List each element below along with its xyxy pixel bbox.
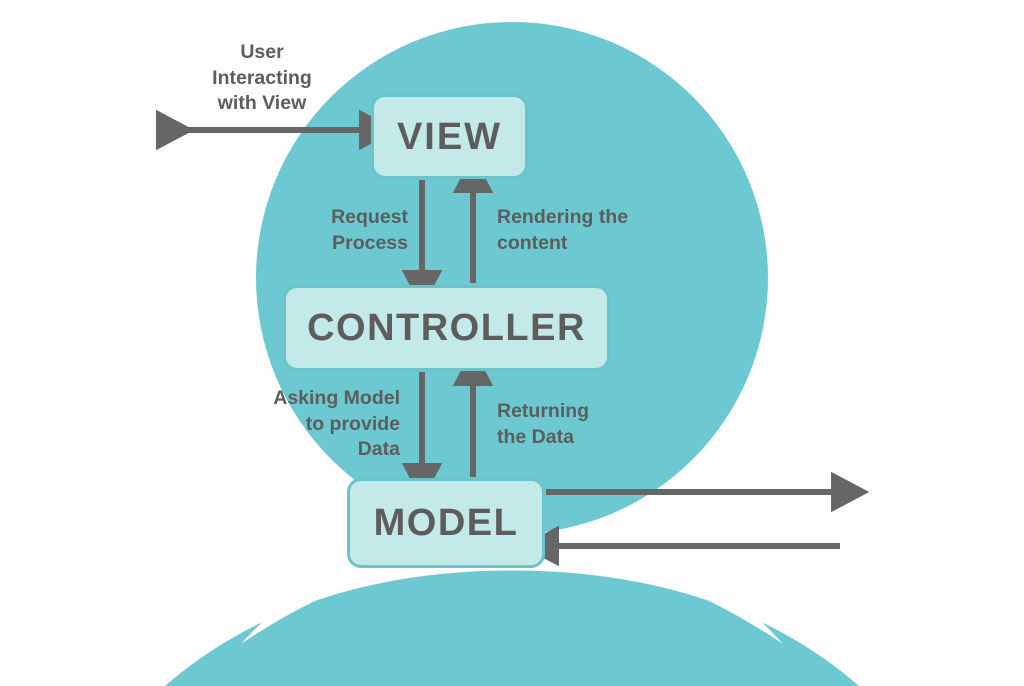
node-model-label: MODEL: [373, 502, 519, 544]
node-controller-label: CONTROLLER: [307, 307, 586, 349]
edge-label-view-controller: Request Process: [331, 206, 408, 254]
edge-label-controller-model: Asking Model to provide Data: [273, 387, 400, 461]
edge-label-model-controller: Returning the Data: [497, 400, 590, 448]
node-view-label: VIEW: [396, 115, 503, 158]
node-controller[interactable]: CONTROLLER: [283, 285, 610, 371]
node-view[interactable]: VIEW: [371, 94, 528, 179]
node-model[interactable]: MODEL: [347, 478, 545, 568]
edge-label-controller-view: Rendering the content: [497, 206, 629, 254]
edge-label-user-view: User Interacting with View: [212, 41, 312, 115]
